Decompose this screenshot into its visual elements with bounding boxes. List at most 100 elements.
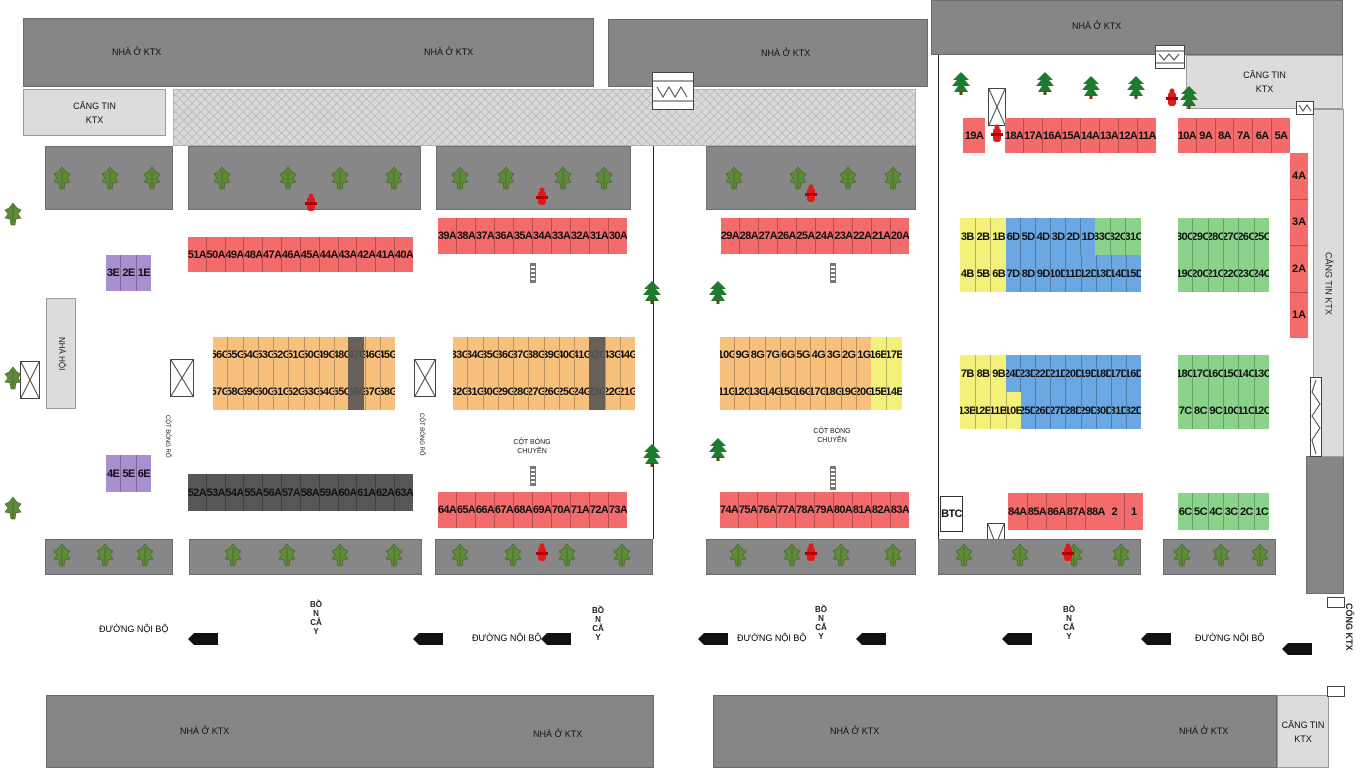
direction-arrow-icon	[1002, 633, 1032, 645]
tree-icon	[331, 543, 349, 567]
stall-cell: 44A	[320, 237, 339, 272]
building-bottom-right: NHÀ Ở KTX NHÀ Ở KTX	[713, 695, 1277, 768]
stall-cell: 55G	[228, 337, 244, 373]
btc-label: BTC	[941, 508, 962, 520]
stall-row: 15B14B	[871, 373, 902, 410]
stall-cell: 14D	[1112, 255, 1127, 292]
stall-cell: 8C	[1193, 392, 1209, 429]
road-label: ĐƯỜNG NỘI BỘ	[472, 633, 542, 643]
stall-cell: 24A	[816, 218, 835, 254]
stall-cell: 19A	[964, 129, 984, 142]
stall-cell: 73A	[609, 504, 627, 516]
stall-cell: 24D	[1006, 355, 1022, 392]
planter	[706, 146, 916, 210]
tree-icon	[143, 166, 161, 190]
stall-cell: 80A	[834, 492, 853, 528]
tree-icon	[613, 543, 631, 567]
stall-cell: 26C	[1239, 218, 1255, 255]
tree-icon	[4, 496, 22, 520]
stall-cell: 58G	[228, 373, 244, 410]
stall-cell: 1D	[1081, 230, 1095, 243]
stall-cell: 12B	[976, 392, 991, 429]
stall-cell: 15D	[1126, 267, 1141, 280]
stall-cell: 45G	[380, 349, 395, 361]
stall-cell: 6D	[1006, 218, 1021, 255]
stall-cell: 29G	[499, 373, 514, 410]
tree-icon	[53, 166, 71, 190]
stall-cell: 5E	[121, 455, 137, 492]
direction-arrow-icon	[698, 633, 728, 645]
stall-cell: 15C	[1224, 355, 1240, 392]
stall-cell: 23D	[1021, 355, 1037, 392]
gate-icon	[1310, 377, 1322, 457]
tree-icon	[725, 166, 743, 190]
stall-cell: 8G	[750, 337, 766, 373]
tree-icon	[839, 166, 857, 190]
stall-cell: 60A	[339, 474, 358, 511]
fire-hydrant-icon	[1166, 88, 1178, 108]
stall-cell: 4B	[960, 255, 976, 292]
stall-cell: 78A	[796, 492, 815, 528]
tree-icon	[832, 543, 850, 567]
gate-icon	[1296, 101, 1314, 115]
tree-icon	[595, 166, 613, 190]
stall-cell: 7G	[766, 337, 781, 373]
stall-cell: 28C	[1209, 218, 1224, 255]
planter	[189, 539, 422, 575]
stall-cell: 11A	[1138, 129, 1156, 142]
stall-cell: 35A	[514, 218, 533, 254]
stall-cell: 29A	[721, 218, 740, 254]
tree-icon	[1011, 543, 1029, 567]
canteen-label-line1: CĂNG TIN	[73, 100, 116, 111]
stall-cell: 6E	[137, 467, 151, 480]
stall-cell: 11G	[720, 373, 736, 410]
stall-cell: 2	[1105, 493, 1125, 530]
stall-cell: 40G	[560, 337, 575, 373]
building-label: NHÀ Ở KTX	[180, 726, 230, 736]
road-label: ĐƯỜNG NỘI BỘ	[1195, 633, 1265, 643]
stall-cell: 13D	[1097, 255, 1112, 292]
tree-icon	[783, 543, 801, 567]
stall-cell: 11B	[991, 392, 1007, 429]
stall-cell: 75A	[739, 492, 758, 528]
stall-cell: 19D	[1082, 355, 1097, 392]
nha-hoi-label: NHÀ HỘI	[57, 336, 66, 371]
fire-hydrant-icon	[536, 543, 548, 563]
volleyball-label-line2: CHUYỀN	[817, 437, 847, 444]
tree-icon	[884, 543, 902, 567]
direction-arrow-icon	[856, 633, 886, 645]
stall-cell: 10D	[1051, 255, 1067, 292]
nha-hoi-building: NHÀ HỘI	[46, 298, 76, 409]
stall-cell: 25D	[1021, 392, 1037, 429]
stall-cell: 28A	[740, 218, 759, 254]
stall-cell: 83A	[891, 504, 909, 516]
stall-cell: 87A	[1067, 493, 1087, 530]
stall-cell: 8D	[1021, 255, 1037, 292]
gate-icon	[1327, 597, 1345, 608]
canteen-label-line1: CĂNG TIN	[1281, 719, 1325, 730]
stall-cell: 57G	[213, 373, 229, 410]
stall-cell: 17D	[1112, 355, 1127, 392]
stall-cell: 76A	[758, 492, 777, 528]
tree-icon	[101, 166, 119, 190]
stall-cell: 4E	[106, 455, 122, 492]
canteen-top-left: CĂNG TIN KTX	[23, 89, 166, 136]
stall-cell: 50A	[207, 237, 226, 272]
tree-icon	[4, 202, 22, 226]
stall-cell: 26D	[1036, 392, 1052, 429]
tree-icon	[504, 543, 522, 567]
pine-tree-icon	[1035, 71, 1055, 95]
volleyball-label: CỘT BÓNG CHUYỀN	[512, 438, 552, 456]
road-label: ĐƯỜNG NỘI BỘ	[99, 624, 169, 634]
stall-cell: 2B	[976, 218, 992, 255]
tree-icon	[213, 166, 231, 190]
stall-cell: 85A	[1028, 493, 1048, 530]
building-top-right: NHÀ Ở KTX	[931, 0, 1343, 55]
tree-icon	[1212, 543, 1230, 567]
stall-cell: 9B	[992, 367, 1006, 380]
stall-cell: 60G	[259, 373, 274, 410]
canteen-label-line2: KTX	[85, 114, 104, 125]
stall-cell: 55A	[244, 474, 264, 511]
